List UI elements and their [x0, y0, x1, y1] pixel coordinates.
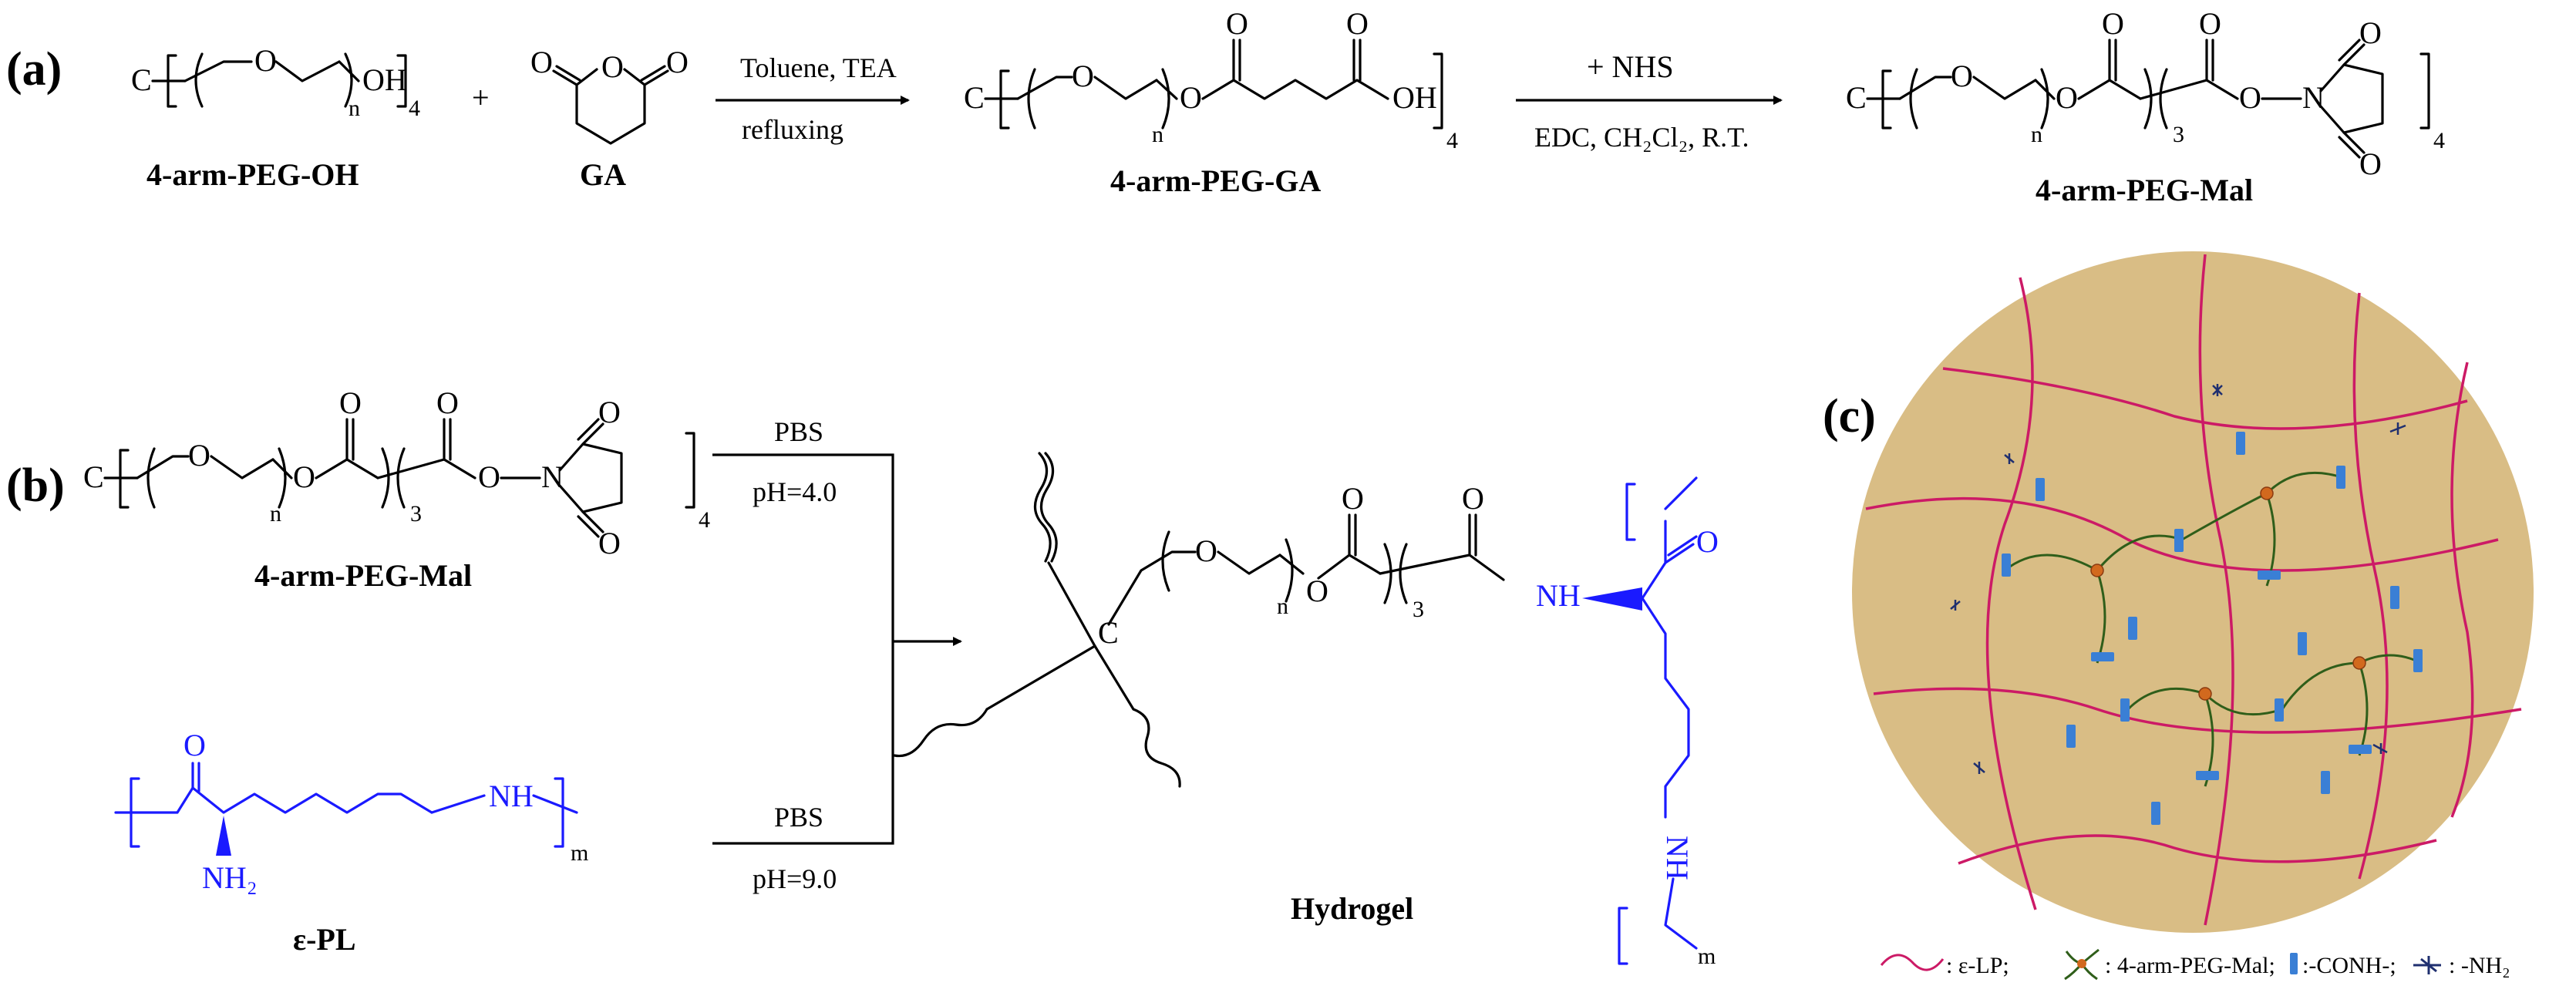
ga-o-left: O — [530, 45, 553, 79]
hydrogel-n: n — [1277, 594, 1288, 619]
legend-peg: : 4-arm-PEG-Mal; — [2105, 953, 2275, 978]
peg-ga-core-c: C — [964, 80, 985, 115]
wavy-line-icon — [1880, 954, 1945, 971]
hydrogel-o4: O — [1462, 481, 1484, 516]
ga-structure: O O O GA — [530, 45, 689, 192]
panel-c: (c) — [1823, 251, 2534, 981]
epl-m: m — [571, 840, 588, 866]
peg-ga-o3: O — [1226, 6, 1248, 41]
cond2-top: PBS — [774, 802, 823, 833]
peg-oh-oh: OH — [362, 62, 407, 97]
peg-mal-structure-b: C O n O O 3 O O N O O — [83, 385, 710, 593]
step2-cond-bottom: EDC, CH₂Cl₂, R.T. — [1534, 122, 1749, 153]
plus-sign: + — [472, 80, 490, 115]
panel-a-tag: (a) — [6, 43, 62, 96]
hydrogel-m: m — [1698, 944, 1716, 969]
peg-mal-b-o1: O — [188, 438, 210, 473]
network — [1865, 254, 2522, 926]
peg-mal-b-o4: O — [436, 385, 459, 420]
peg-ga-4: 4 — [1446, 128, 1458, 153]
ga-o-right: O — [666, 45, 689, 79]
peg-mal-b-3: 3 — [410, 501, 422, 527]
peg-oh-4: 4 — [409, 96, 420, 121]
peg-mal-a-o5: O — [2239, 80, 2261, 115]
epl-nh2: NH₂ — [202, 860, 258, 895]
peg-oh-core-c: C — [131, 62, 152, 97]
peg-mal-a-3: 3 — [2173, 122, 2184, 147]
peg-oh-n: n — [349, 96, 360, 121]
peg-ga-o2: O — [1180, 80, 1202, 115]
hydrogel-nh: NH — [1536, 578, 1581, 613]
four-arm-node-icon — [2064, 948, 2100, 981]
peg-mal-a-o6: O — [2359, 15, 2382, 50]
peg-mal-b-name: 4-arm-PEG-Mal — [254, 558, 472, 593]
peg-mal-a-o2: O — [2056, 80, 2078, 115]
hydrogel-3: 3 — [1413, 597, 1424, 622]
step1-cond-top: Toluene, TEA — [740, 52, 897, 83]
peg-ga-o4: O — [1346, 6, 1369, 41]
epl-name: ε-PL — [293, 922, 356, 957]
hydrogel-name: Hydrogel — [1291, 891, 1413, 926]
legend-amine: : -NH₂ — [2449, 953, 2510, 978]
peg-mal-a-o1: O — [1951, 59, 1973, 93]
peg-ga-structure: C O n O O O OH 4 4-arm-PEG-GA — [964, 6, 1458, 198]
cond1-top: PBS — [774, 416, 823, 447]
peg-mal-a-name: 4-arm-PEG-Mal — [2036, 173, 2253, 207]
peg-oh-name: 4-arm-PEG-OH — [146, 157, 359, 192]
epl-structure: O NH₂ NH m ε-PL — [114, 728, 588, 957]
merge-arrow: PBS pH=4.0 PBS pH=9.0 — [712, 416, 962, 894]
peg-mal-b-o7: O — [598, 526, 621, 560]
peg-mal-a-o4: O — [2199, 6, 2221, 41]
hydrogel-o5: O — [1696, 524, 1719, 559]
panel-b-tag: (b) — [6, 459, 65, 512]
peg-mal-b-o5: O — [478, 459, 500, 494]
cond1-bottom: pH=4.0 — [753, 476, 837, 507]
peg-mal-b-o6: O — [598, 395, 621, 429]
amide-bar-icon — [2290, 953, 2298, 974]
peg-ga-n: n — [1152, 122, 1163, 147]
peg-mal-a-4: 4 — [2433, 128, 2445, 153]
hydrogel-nh-bottom: NH — [1660, 836, 1695, 880]
peg-mal-a-n: n — [2031, 122, 2042, 147]
peg-oh-o: O — [254, 43, 277, 78]
peg-mal-a-core-c: C — [1846, 80, 1867, 115]
hydrogel-o2: O — [1306, 574, 1328, 608]
amine-star-icon — [2413, 956, 2441, 974]
hydrogel-core-c: C — [1098, 615, 1119, 650]
panel-a: (a) C O n OH 4 4-arm-PEG-OH + O O O — [6, 6, 2445, 207]
peg-mal-b-n: n — [270, 501, 281, 527]
peg-mal-a-o7: O — [2359, 146, 2382, 181]
peg-mal-structure-a: C O n O O 3 O O N O O — [1846, 6, 2445, 207]
step1-cond-bottom: refluxing — [742, 114, 844, 145]
peg-ga-oh: OH — [1392, 80, 1437, 115]
legend-lp: : ε-LP; — [1946, 953, 2009, 978]
epl-o: O — [184, 728, 206, 762]
peg-mal-a-n-imide: N — [2302, 80, 2325, 115]
hydrogel-o3: O — [1342, 481, 1364, 516]
panel-c-tag: (c) — [1823, 390, 1876, 442]
ga-ring-o: O — [601, 49, 624, 84]
peg-ga-name: 4-arm-PEG-GA — [1110, 163, 1321, 198]
cond2-bottom: pH=9.0 — [753, 863, 837, 894]
peg-mal-b-4: 4 — [699, 507, 710, 533]
ga-name: GA — [580, 157, 626, 192]
epl-nh: NH — [489, 779, 534, 813]
hydrogel-network-disc — [1852, 251, 2534, 933]
panel-b: (b) C O n O O 3 O O N — [6, 385, 1719, 969]
peg-mal-b-core-c: C — [83, 459, 104, 494]
peg-oh-structure: C O n OH 4 4-arm-PEG-OH — [131, 43, 420, 192]
step2-cond-top: + NHS — [1587, 49, 1674, 84]
hydrogel-structure: C O n O O 3 O NH O NH — [893, 452, 1719, 969]
hydrogel-o1: O — [1195, 533, 1217, 568]
peg-mal-b-n-imide: N — [541, 459, 564, 494]
peg-mal-a-o3: O — [2102, 6, 2124, 41]
legend-amide: :-CONH-; — [2302, 953, 2396, 978]
legend: : ε-LP; : 4-arm-PEG-Mal; :-CONH-; : -NH₂ — [1880, 948, 2510, 981]
peg-ga-o1: O — [1072, 59, 1094, 93]
peg-mal-b-o2: O — [293, 459, 315, 494]
peg-mal-b-o3: O — [339, 385, 362, 420]
